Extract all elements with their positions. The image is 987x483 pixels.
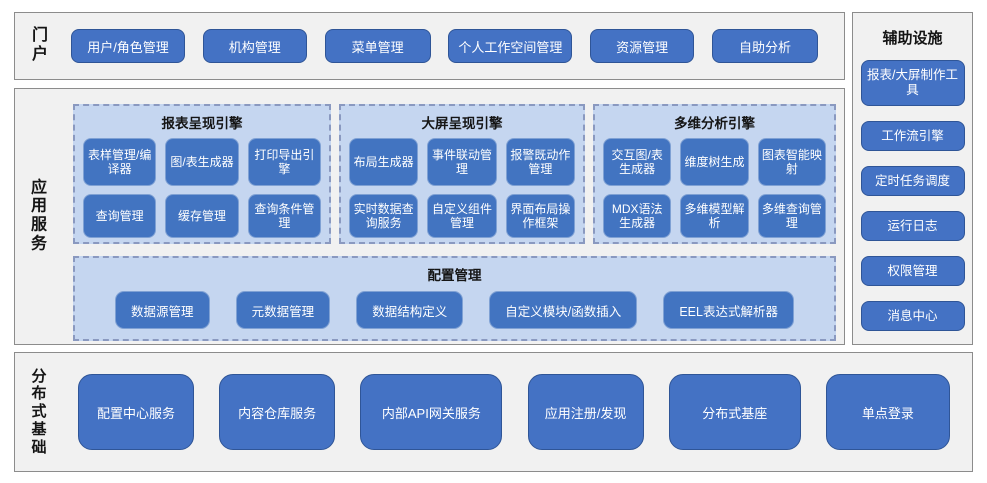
diagram-node-report-tools: 报表/大屏制作工具	[860, 60, 965, 106]
diagram-node-permission-mgmt: 权限管理	[860, 256, 965, 286]
diagram-node-self-analysis: 自助分析	[711, 29, 818, 63]
diagram-node-menu-mgmt: 菜单管理	[324, 29, 431, 63]
diagram-node: 自定义组件管理	[427, 194, 497, 238]
foundation-section: 分布式基础 配置中心服务 内容仓库服务 内部API网关服务 应用注册/发现 分布…	[14, 352, 973, 472]
config-mgmt-group: 配置管理 数据源管理 元数据管理 数据结构定义 自定义模块/函数插入 EEL表达…	[73, 256, 836, 341]
diagram-node-eel-parser: EEL表达式解析器	[663, 291, 794, 329]
foundation-label: 分布式基础	[31, 367, 47, 456]
diagram-node-org-mgmt: 机构管理	[202, 29, 307, 63]
diagram-node: 报警既动作管理	[505, 138, 575, 186]
portal-nodes: 用户/角色管理 机构管理 菜单管理 个人工作空间管理 资源管理 自助分析	[71, 29, 818, 63]
diagram-node: 表样管理/编译器	[83, 138, 157, 186]
app-services-label: 应用服务	[30, 178, 47, 253]
diagram-node-datastructure-def: 数据结构定义	[356, 291, 464, 329]
diagram-node-workspace-mgmt: 个人工作空间管理	[448, 29, 573, 63]
bigscreen-engine-nodes: 布局生成器 事件联动管理 报警既动作管理 实时数据查询服务 自定义组件管理 界面…	[349, 138, 575, 238]
foundation-nodes: 配置中心服务 内容仓库服务 内部API网关服务 应用注册/发现 分布式基座 单点…	[78, 374, 950, 450]
config-mgmt-title: 配置管理	[427, 268, 482, 283]
auxiliary-section: 辅助设施 报表/大屏制作工具 工作流引擎 定时任务调度 运行日志 权限管理 消息…	[852, 12, 973, 345]
diagram-node: 交互图/表生成器	[603, 138, 672, 186]
diagram-node-task-scheduler: 定时任务调度	[860, 166, 965, 196]
diagram-node: 事件联动管理	[427, 138, 497, 186]
diagram-node: 实时数据查询服务	[349, 194, 419, 238]
diagram-node: 打印导出引擎	[247, 138, 321, 186]
auxiliary-title: 辅助设施	[882, 30, 943, 47]
diagram-node-sso: 单点登录	[825, 374, 950, 450]
olap-engine-nodes: 交互图/表生成器 维度树生成 图表智能映射 MDX语法生成器 多维模型解析 多维…	[603, 138, 826, 238]
diagram-node-custom-module: 自定义模块/函数插入	[489, 291, 638, 329]
report-engine-title: 报表呈现引擎	[161, 116, 243, 131]
diagram-node: 多维查询管理	[757, 194, 826, 238]
bigscreen-engine-group: 大屏呈现引擎 布局生成器 事件联动管理 报警既动作管理 实时数据查询服务 自定义…	[339, 104, 585, 244]
diagram-node: 维度树生成	[680, 138, 749, 186]
portal-section: 门户 用户/角色管理 机构管理 菜单管理 个人工作空间管理 资源管理 自助分析	[14, 12, 845, 80]
diagram-node-config-center: 配置中心服务	[78, 374, 194, 450]
diagram-node-content-repo: 内容仓库服务	[219, 374, 336, 450]
diagram-node-run-logs: 运行日志	[860, 211, 965, 241]
diagram-node: 图表智能映射	[757, 138, 826, 186]
diagram-node: 图/表生成器	[165, 138, 239, 186]
report-engine-group: 报表呈现引擎 表样管理/编译器 图/表生成器 打印导出引擎 查询管理 缓存管理 …	[73, 104, 331, 244]
diagram-node: 缓存管理	[165, 194, 239, 238]
bigscreen-engine-title: 大屏呈现引擎	[421, 116, 503, 131]
diagram-node: 查询条件管理	[247, 194, 321, 238]
diagram-node: 界面布局操作框架	[505, 194, 575, 238]
diagram-node: 查询管理	[83, 194, 157, 238]
config-mgmt-nodes: 数据源管理 元数据管理 数据结构定义 自定义模块/函数插入 EEL表达式解析器	[83, 291, 826, 329]
diagram-node: MDX语法生成器	[603, 194, 672, 238]
diagram-node-api-gateway: 内部API网关服务	[360, 374, 503, 450]
diagram-node: 布局生成器	[349, 138, 419, 186]
portal-label: 门户	[31, 27, 48, 63]
auxiliary-nodes: 报表/大屏制作工具 工作流引擎 定时任务调度 运行日志 权限管理 消息中心	[860, 60, 965, 331]
diagram-node-workflow-engine: 工作流引擎	[860, 121, 965, 151]
diagram-node-message-center: 消息中心	[860, 301, 965, 331]
app-services-section: 应用服务 报表呈现引擎 表样管理/编译器 图/表生成器 打印导出引擎 查询管理 …	[14, 88, 845, 345]
diagram-node-resource-mgmt: 资源管理	[590, 29, 695, 63]
diagram-node-user-role-mgmt: 用户/角色管理	[71, 29, 185, 63]
diagram-node-datasource-mgmt: 数据源管理	[115, 291, 210, 329]
diagram-node-metadata-mgmt: 元数据管理	[235, 291, 331, 329]
diagram-node-distributed-base: 分布式基座	[668, 374, 801, 450]
diagram-node: 多维模型解析	[680, 194, 749, 238]
report-engine-nodes: 表样管理/编译器 图/表生成器 打印导出引擎 查询管理 缓存管理 查询条件管理	[83, 138, 321, 238]
olap-engine-group: 多维分析引擎 交互图/表生成器 维度树生成 图表智能映射 MDX语法生成器 多维…	[593, 104, 836, 244]
diagram-node-app-registry: 应用注册/发现	[527, 374, 644, 450]
olap-engine-title: 多维分析引擎	[674, 116, 755, 131]
